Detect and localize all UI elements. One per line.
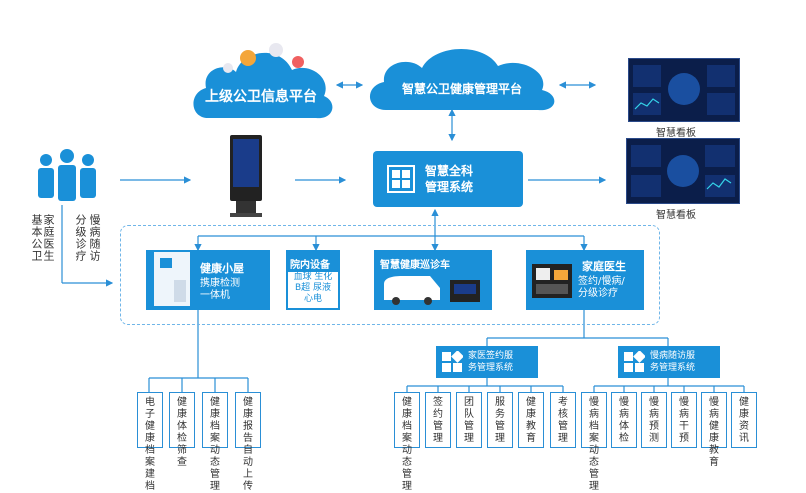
health-device-icon (154, 252, 190, 306)
leaf-chronic-predict: 慢病预测 (641, 392, 667, 448)
hospital-devices-title: 院内设备 (290, 260, 330, 271)
vehicle-icon (384, 276, 480, 305)
family-doctor-sub: 签约/慢病/ 分级诊疗 (578, 276, 625, 299)
label-family-doctor: 家庭医生 (42, 214, 55, 262)
dashboard-chart-icon (633, 65, 735, 115)
hospital-devices-list: 血球 生化 B超 尿液 心电 (288, 272, 338, 308)
smart-platform-label: 智慧公卫健康管理平台 (401, 82, 522, 96)
leaf-chronic-intervene: 慢病干预 (671, 392, 697, 448)
leaf-service-manage: 服务管理 (487, 392, 513, 448)
doctor-kit-icon (532, 264, 572, 298)
dashboard-screen-1 (628, 58, 740, 122)
leaf-health-education: 健康教育 (518, 392, 544, 448)
leaf-chronic-record: 慢病档案动态管理 (581, 392, 607, 492)
dashboard-screen-2 (626, 138, 740, 204)
leaf-chronic-checkup: 慢病体检 (611, 392, 637, 448)
dashboard-label-2: 智慧看板 (656, 210, 696, 221)
health-hut-title: 健康小屋 (200, 262, 244, 275)
leaf-sign-record: 健康档案动态管理 (394, 392, 420, 492)
module-grid-icon (442, 351, 463, 372)
grid-icon (387, 165, 415, 193)
chronic-service-system[interactable]: 慢病随访服 务管理系统 (618, 346, 720, 378)
leaf-health-screening: 健康体检筛查 (169, 392, 195, 468)
hospital-device-item: 心电 (303, 294, 322, 304)
center-system-label: 智慧全科 管理系统 (425, 164, 474, 194)
connector-lines (61, 81, 745, 392)
label-chronic-followup: 慢病随访 (88, 214, 101, 262)
smart-platform-cloud: 智慧公卫健康管理平台 (364, 42, 560, 112)
center-system-box[interactable]: 智慧全科 管理系统 (373, 151, 523, 207)
label-public-health: 基本公卫 (30, 214, 43, 262)
dashboard-label-1: 智慧看板 (656, 128, 696, 139)
leaf-ehr-create: 电子健康档案建档 (137, 392, 163, 492)
leaf-chronic-education: 慢病健康教育 (701, 392, 727, 468)
module-grid-icon (624, 351, 645, 372)
patrol-vehicle-module[interactable]: 智慧健康巡诊车 (374, 250, 492, 310)
label-tiered-treatment: 分级诊疗 (74, 214, 87, 262)
hospital-device-item: 血球 生化 (293, 272, 333, 282)
hospital-device-item: B超 尿液 (294, 283, 332, 293)
patrol-vehicle-title: 智慧健康巡诊车 (380, 260, 450, 271)
leaf-record-management: 健康档案动态管理 (202, 392, 228, 492)
health-hut-sub: 携康检测 一体机 (200, 278, 240, 301)
health-hut-module[interactable]: 健康小屋 携康检测 一体机 (146, 250, 270, 310)
kiosk-icon (226, 135, 266, 219)
leaf-team-manage: 团队管理 (456, 392, 482, 448)
leaf-assessment-manage: 考核管理 (550, 392, 576, 448)
upper-platform-cloud: 上级公卫信息平台 (188, 28, 334, 123)
hospital-devices-module[interactable]: 院内设备 血球 生化 B超 尿液 心电 (286, 250, 340, 310)
sign-service-system[interactable]: 家医签约服 务管理系统 (436, 346, 538, 378)
family-doctor-module[interactable]: 家庭医生 签约/慢病/ 分级诊疗 (526, 250, 644, 310)
dashboard-chart-icon (631, 145, 735, 197)
leaf-sign-manage: 签约管理 (425, 392, 451, 448)
leaf-health-news: 健康资讯 (731, 392, 757, 448)
chronic-service-label: 慢病随访服 务管理系统 (650, 351, 696, 373)
family-doctor-title: 家庭医生 (582, 260, 626, 273)
sign-service-label: 家医签约服 务管理系统 (468, 351, 514, 373)
cloud-icon (369, 48, 555, 111)
residents-icon (32, 148, 102, 204)
leaf-report-upload: 健康报告自动上传 (235, 392, 261, 492)
device-module-container (120, 225, 660, 325)
upper-platform-label: 上级公卫信息平台 (205, 89, 317, 105)
cloud-icon (193, 43, 333, 119)
